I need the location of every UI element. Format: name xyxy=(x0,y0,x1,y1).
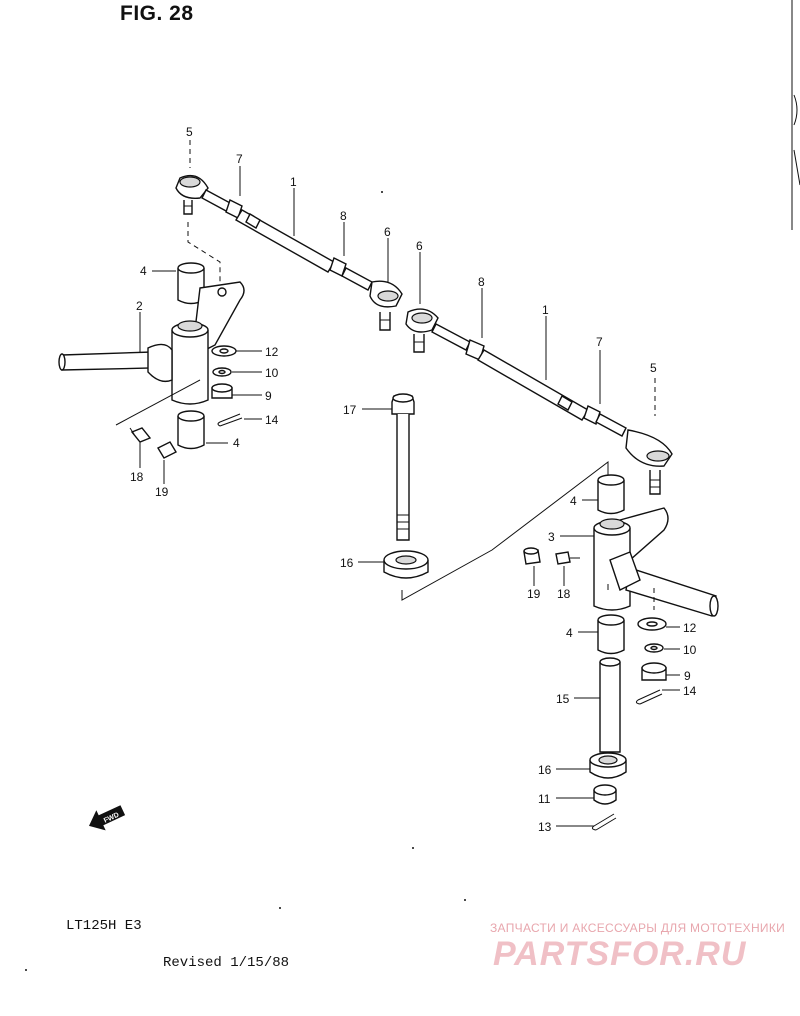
callout-9: 9 xyxy=(265,389,272,403)
steering-knuckle-right xyxy=(593,507,719,617)
bushing-upper-right xyxy=(597,474,625,515)
callout-4: 4 xyxy=(140,264,147,278)
callout-16: 16 xyxy=(538,763,552,777)
callout-3: 3 xyxy=(548,530,555,544)
callout-15: 15 xyxy=(556,692,570,706)
callout-1: 1 xyxy=(290,175,297,189)
cotter-pin-right xyxy=(635,689,663,705)
callout-8: 8 xyxy=(340,209,347,223)
bushing-lower-right xyxy=(597,614,625,655)
cotter-pin-left xyxy=(217,413,243,427)
washer-left xyxy=(211,345,237,357)
spacer-bushing-right xyxy=(589,752,627,779)
callout-19: 19 xyxy=(527,587,541,601)
washer-small-right xyxy=(644,643,664,653)
pivot-shaft xyxy=(599,657,621,753)
watermark-logo: PARTSFOR.RU xyxy=(493,935,747,973)
callout-8: 8 xyxy=(478,275,485,289)
callout-14: 14 xyxy=(265,413,279,427)
callout-numbers: 5 7 1 8 6 6 8 1 7 5 4 2 12 10 9 14 4 18 … xyxy=(130,125,697,834)
grease-cap-left xyxy=(157,441,177,459)
callout-13: 13 xyxy=(538,820,552,834)
castle-nut-right xyxy=(641,662,667,681)
callout-11: 11 xyxy=(538,792,551,806)
callout-1: 1 xyxy=(542,303,549,317)
grease-nipple-left xyxy=(129,427,152,443)
callout-10: 10 xyxy=(265,366,279,380)
callout-4: 4 xyxy=(566,626,573,640)
bolt xyxy=(391,393,415,541)
callout-18: 18 xyxy=(130,470,144,484)
callout-14: 14 xyxy=(683,684,697,698)
callout-6: 6 xyxy=(384,225,391,239)
revision-date: Revised 1/15/88 xyxy=(163,955,290,971)
callout-18: 18 xyxy=(557,587,571,601)
callout-5: 5 xyxy=(186,125,193,139)
callout-4: 4 xyxy=(570,494,577,508)
callout-10: 10 xyxy=(683,643,697,657)
nut-bottom xyxy=(593,784,617,805)
castle-nut-left xyxy=(211,383,233,399)
callout-19: 19 xyxy=(155,485,169,499)
callout-4: 4 xyxy=(233,436,240,450)
callout-6: 6 xyxy=(416,239,423,253)
callout-5: 5 xyxy=(650,361,657,375)
cotter-pin-bottom xyxy=(591,813,617,831)
callout-12: 12 xyxy=(683,621,697,635)
steering-knuckle-left xyxy=(58,281,245,405)
callout-7: 7 xyxy=(596,335,603,349)
spacer-bushing xyxy=(383,550,429,579)
bushing-lower-left xyxy=(177,410,205,450)
model-code: LT125H E3 xyxy=(66,918,142,934)
grease-cap-right xyxy=(523,547,541,565)
callout-leaders xyxy=(139,140,680,827)
right-knuckle-assembly xyxy=(523,474,719,831)
callout-9: 9 xyxy=(684,669,691,683)
watermark-text: ЗАПЧАСТИ И АКСЕССУАРЫ ДЛЯ МОТОТЕХНИКИ xyxy=(490,921,786,935)
left-knuckle-assembly xyxy=(58,222,245,459)
page-edge-marks xyxy=(791,0,800,230)
tie-rod-left xyxy=(175,174,403,331)
figure-title: FIG. 28 xyxy=(120,2,194,25)
callout-16: 16 xyxy=(340,556,354,570)
washer-small-left xyxy=(212,367,232,377)
callout-7: 7 xyxy=(236,152,243,166)
leader-line xyxy=(187,222,221,282)
callout-2: 2 xyxy=(136,299,143,313)
callout-12: 12 xyxy=(265,345,279,359)
tie-rod-right xyxy=(405,308,673,495)
callout-17: 17 xyxy=(343,403,357,417)
washer-right xyxy=(637,617,667,631)
forward-arrow-icon: FWD xyxy=(88,805,126,831)
grease-nipple-right xyxy=(555,551,580,565)
leader-line xyxy=(401,460,609,601)
